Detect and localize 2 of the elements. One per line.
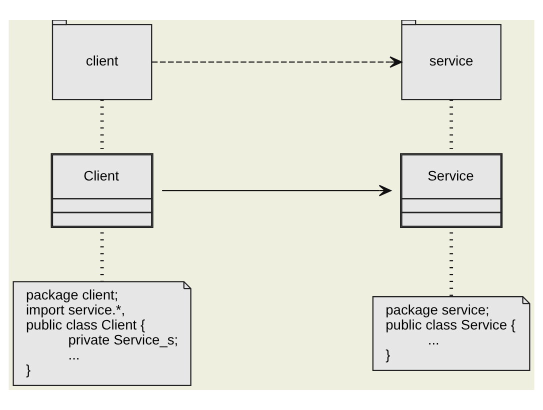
arrow [152,56,402,68]
arrow [162,184,392,196]
